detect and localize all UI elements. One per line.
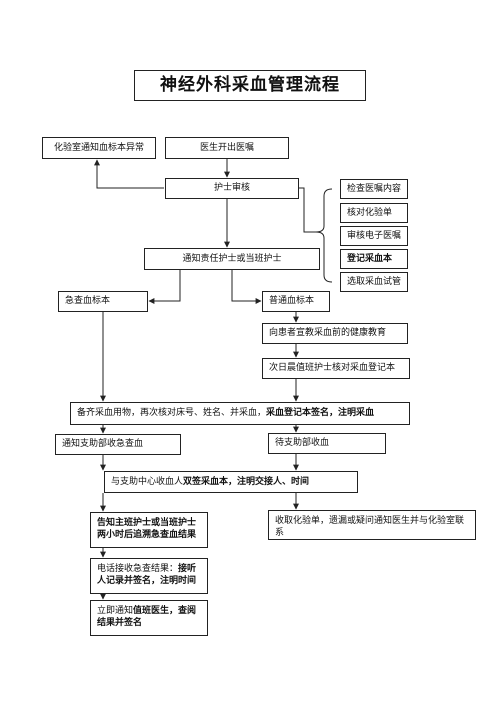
prepare-collection-box: 备齐采血用物，再次核对床号、姓名、并采血，采血登记本签名，注明采血 <box>70 402 410 425</box>
prepare-text: 备齐采血用物，再次核对床号、姓名、并采血， <box>77 408 267 419</box>
line-review-to-brace <box>299 187 316 233</box>
review-item-5: 选取采血试管 <box>340 272 408 292</box>
normal-sample-box: 普通血标本 <box>262 291 330 312</box>
review-item-4: 登记采血本 <box>340 249 408 269</box>
wait-support-box: 待支助部收血 <box>268 433 386 454</box>
night-check-box: 次日晨值班护士核对采血登记本 <box>262 358 410 379</box>
flowchart-title: 神经外科采血管理流程 <box>134 70 366 101</box>
phone-bold-text: 接听人记录并签名，注明时间 <box>97 564 197 587</box>
notify-doctor-box: 立即通知值班医生，查阅结果并签名 <box>90 600 208 636</box>
brace <box>315 188 333 283</box>
lab-abnormal-box: 化验室通知血标本异常 <box>42 137 156 159</box>
phone-text: 电话接收急查结果： <box>97 564 179 574</box>
handover-text: 与支助中心收血人 <box>111 476 184 487</box>
arrow-notify-to-normal <box>231 270 262 304</box>
urgent-sample-box: 急查血标本 <box>58 291 148 312</box>
review-item-1: 检查医嘱内容 <box>340 179 408 199</box>
handover-box: 与支助中心收血人双签采血本，注明交接人、时间 <box>104 471 358 493</box>
collect-report-box: 收取化验单，遗漏或疑问通知医生并与化验室联系 <box>268 510 476 540</box>
notify-support-box: 通知支助部收急查血 <box>55 434 181 455</box>
nurse-review-box: 护士审核 <box>165 178 299 199</box>
inform-nurse-box: 告知主班护士或当班护士两小时后追溯急查血结果 <box>90 512 208 548</box>
arrow-notify-to-urgent <box>148 270 181 304</box>
handover-bold-text: 双签采血本，注明交接人、时间 <box>183 476 310 487</box>
arrow-review-to-lab <box>94 159 164 189</box>
notify-doctor-text: 立即通知 <box>97 606 134 616</box>
review-item-3: 审核电子医嘱 <box>340 226 408 246</box>
doctor-order-box: 医生开出医嘱 <box>165 137 289 159</box>
phone-result-box: 电话接收急查结果：接听人记录并签名，注明时间 <box>90 558 208 594</box>
notify-nurse-box: 通知责任护士或当班护士 <box>144 248 320 270</box>
notify-doctor-bold-text: 值班医生，查阅结果并签名 <box>97 606 197 629</box>
review-item-2: 核对化验单 <box>340 203 408 223</box>
health-education-box: 向患者宣教采血前的健康教育 <box>262 323 408 344</box>
prepare-bold-text: 采血登记本签名，注明采血 <box>266 408 375 419</box>
